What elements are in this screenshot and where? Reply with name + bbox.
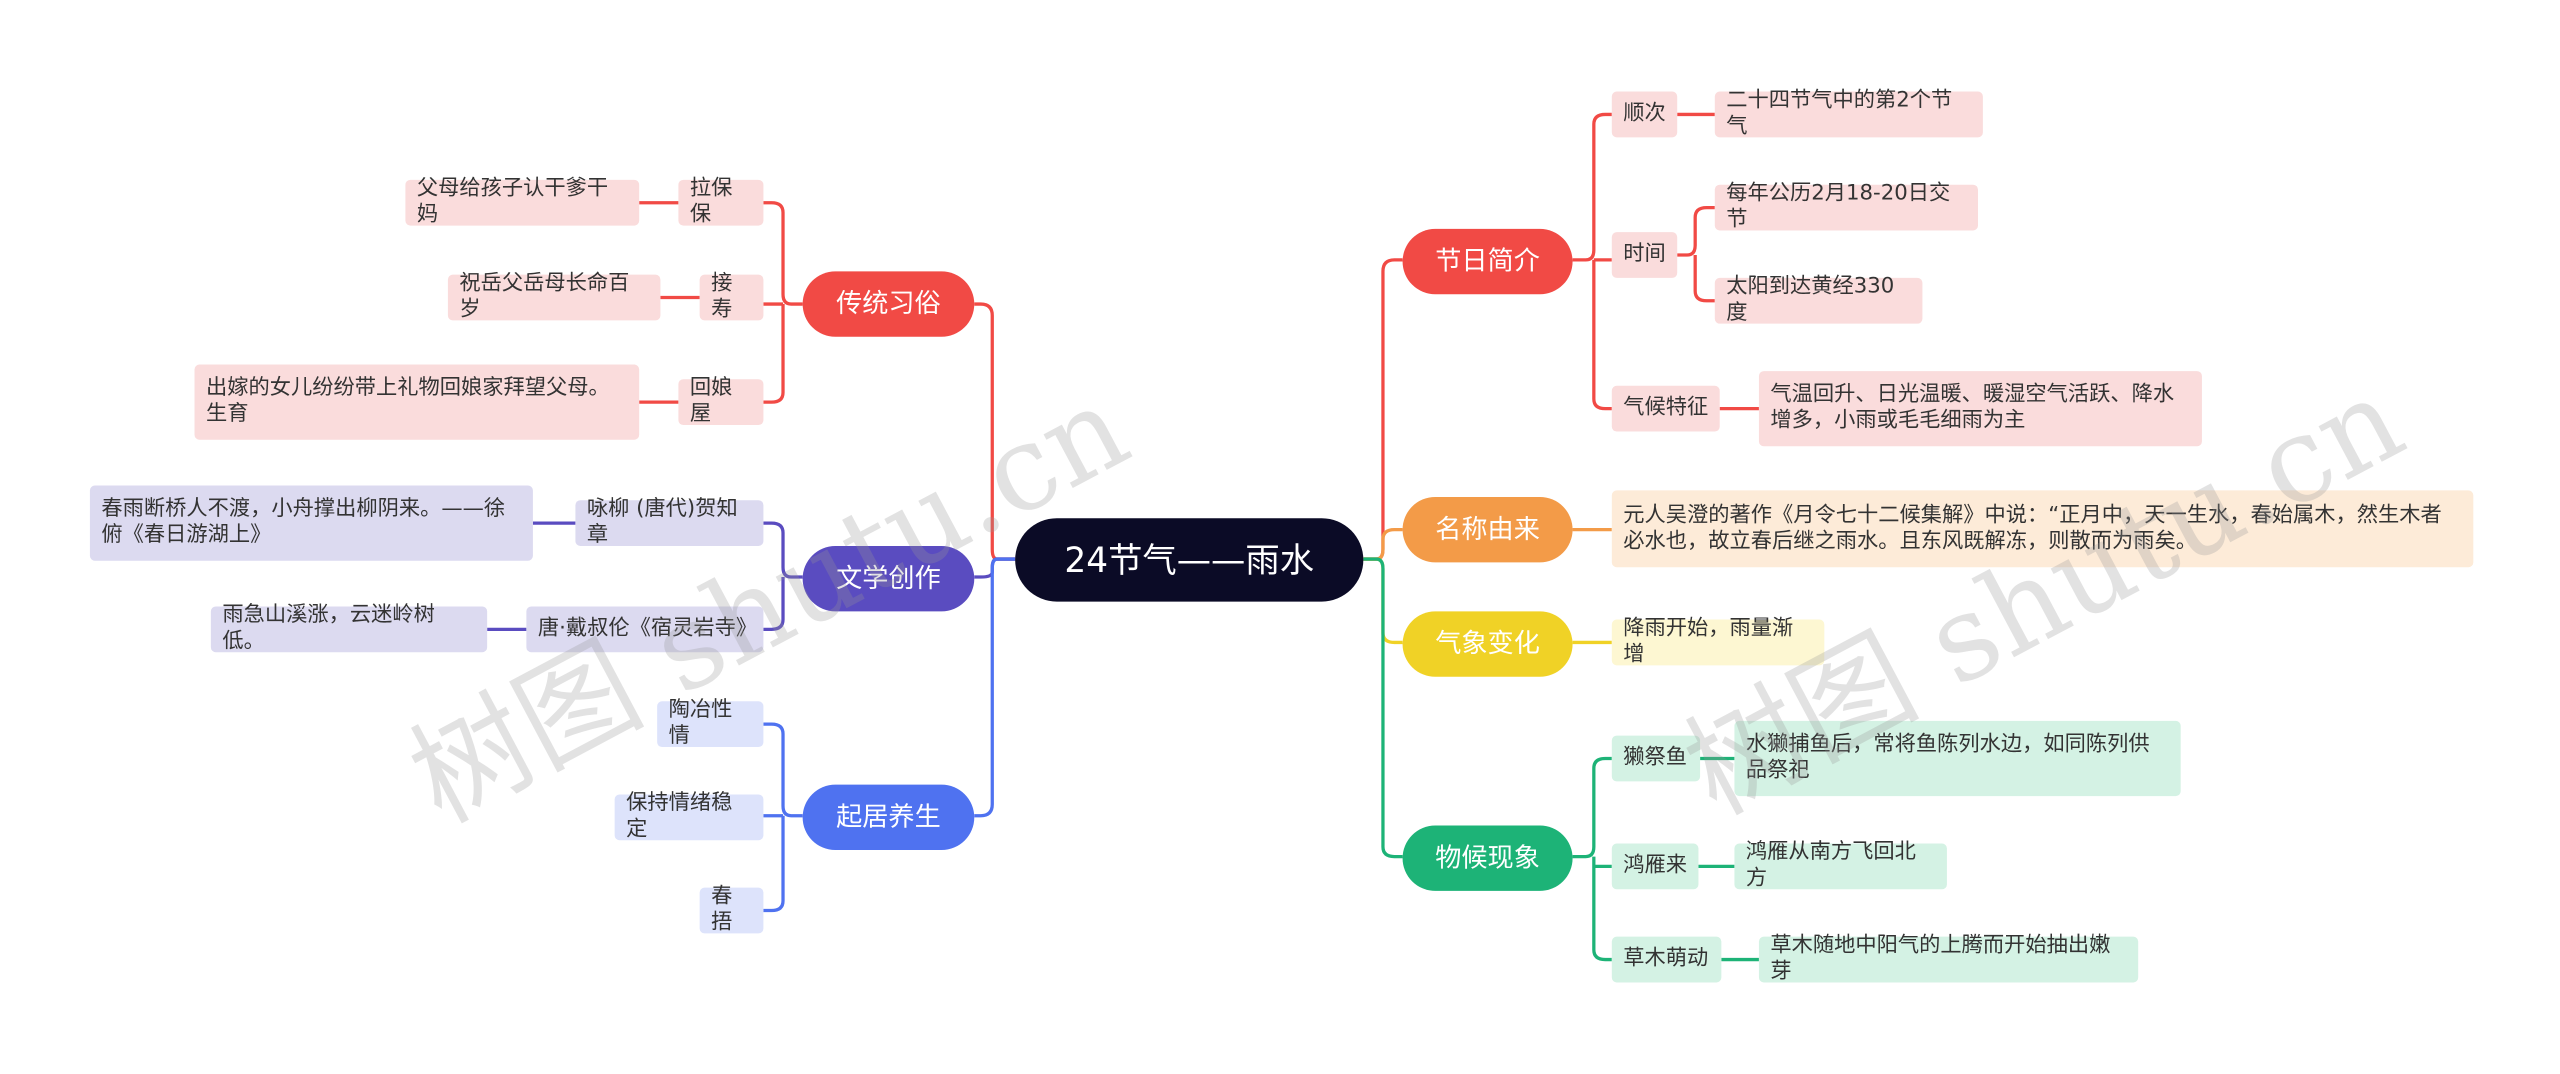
- literature-item-yongliu[interactable]: 咏柳 (唐代)贺知章: [575, 497, 764, 548]
- customs-item-huiniangwu[interactable]: 回娘屋: [678, 376, 764, 427]
- intro-item-climate[interactable]: 气候特征: [1611, 385, 1720, 432]
- link-intro-leaf: [1677, 112, 1759, 411]
- intro-desc-time-1[interactable]: 太阳到达黄经330度: [1714, 275, 1923, 325]
- link-customs-leaf: [639, 201, 700, 404]
- link-literature-sub: [763, 521, 803, 631]
- link-root-origin: [1363, 528, 1403, 561]
- phenology-desc-2[interactable]: 草木随地中阳气的上腾而开始抽出嫩芽: [1758, 933, 2139, 984]
- link-phenology-sub: [1572, 756, 1612, 962]
- intro-item-order[interactable]: 顺次: [1611, 91, 1678, 138]
- branch-customs[interactable]: 传统习俗: [802, 271, 975, 337]
- branch-weather[interactable]: 气象变化: [1402, 611, 1573, 677]
- link-root-intro: [1363, 258, 1403, 561]
- phenology-desc-1[interactable]: 鸿雁从南方飞回北方: [1734, 840, 1947, 891]
- intro-desc-time-0[interactable]: 每年公历2月18-20日交节: [1714, 181, 1978, 232]
- weather-desc[interactable]: 降雨开始，雨量渐增: [1611, 616, 1825, 667]
- intro-item-time[interactable]: 时间: [1611, 232, 1678, 278]
- link-root-phenology: [1363, 557, 1403, 859]
- customs-desc-huiniangwu[interactable]: 出嫁的女儿纷纷带上礼物回娘家拜望父母。生育: [194, 364, 640, 440]
- customs-desc-jieshou[interactable]: 祝岳父岳母长命百岁: [447, 271, 661, 322]
- health-item-0[interactable]: 陶冶性情: [657, 698, 764, 749]
- phenology-item-0[interactable]: 獭祭鱼: [1611, 735, 1701, 782]
- intro-desc-order[interactable]: 二十四节气中的第2个节气: [1714, 88, 1983, 139]
- literature-desc-yongliu[interactable]: 春雨断桥人不渡，小舟撑出柳阴来。——徐俯《春日游湖上》: [89, 485, 533, 561]
- branch-health[interactable]: 起居养生: [802, 784, 975, 851]
- branch-phenology[interactable]: 物候现象: [1402, 825, 1573, 891]
- link-root-customs: [974, 302, 1016, 561]
- branch-literature[interactable]: 文学创作: [802, 545, 975, 612]
- literature-desc-sulingyansi[interactable]: 雨急山溪涨，云迷岭树低。: [210, 603, 488, 654]
- health-item-1[interactable]: 保持情绪稳定: [614, 791, 764, 842]
- origin-desc[interactable]: 元人吴澄的著作《月令七十二候集解》中说：“正月中，天一生水，春始属木，然生木者必…: [1611, 490, 2474, 568]
- link-intro-sub: [1572, 112, 1612, 411]
- link-phenology-leaf: [1698, 756, 1759, 962]
- branch-origin[interactable]: 名称由来: [1402, 496, 1573, 563]
- phenology-item-1[interactable]: 鸿雁来: [1611, 843, 1699, 890]
- customs-item-jieshou[interactable]: 接寿: [699, 271, 764, 322]
- phenology-desc-0[interactable]: 水獭捕鱼后，常将鱼陈列水边，如同陈列供品祭祀: [1734, 720, 2181, 797]
- branch-intro[interactable]: 节日简介: [1402, 228, 1573, 295]
- health-item-2[interactable]: 春捂: [699, 884, 764, 935]
- intro-desc-climate[interactable]: 气温回升、日光温暖、暖湿空气活跃、降水增多，小雨或毛毛细雨为主: [1758, 371, 2202, 447]
- link-root-health: [974, 557, 1016, 818]
- link-customs-sub: [763, 201, 803, 404]
- root-node[interactable]: 24节气——雨水: [1015, 518, 1364, 602]
- link-health-sub: [763, 722, 803, 913]
- link-literature-leaf: [487, 521, 576, 631]
- customs-item-baobao[interactable]: 拉保保: [678, 177, 764, 227]
- phenology-item-2[interactable]: 草木萌动: [1611, 936, 1722, 983]
- literature-item-sulingyansi[interactable]: 唐·戴叔伦《宿灵岩寺》: [526, 606, 764, 653]
- customs-desc-baobao[interactable]: 父母给孩子认干爹干妈: [405, 177, 640, 227]
